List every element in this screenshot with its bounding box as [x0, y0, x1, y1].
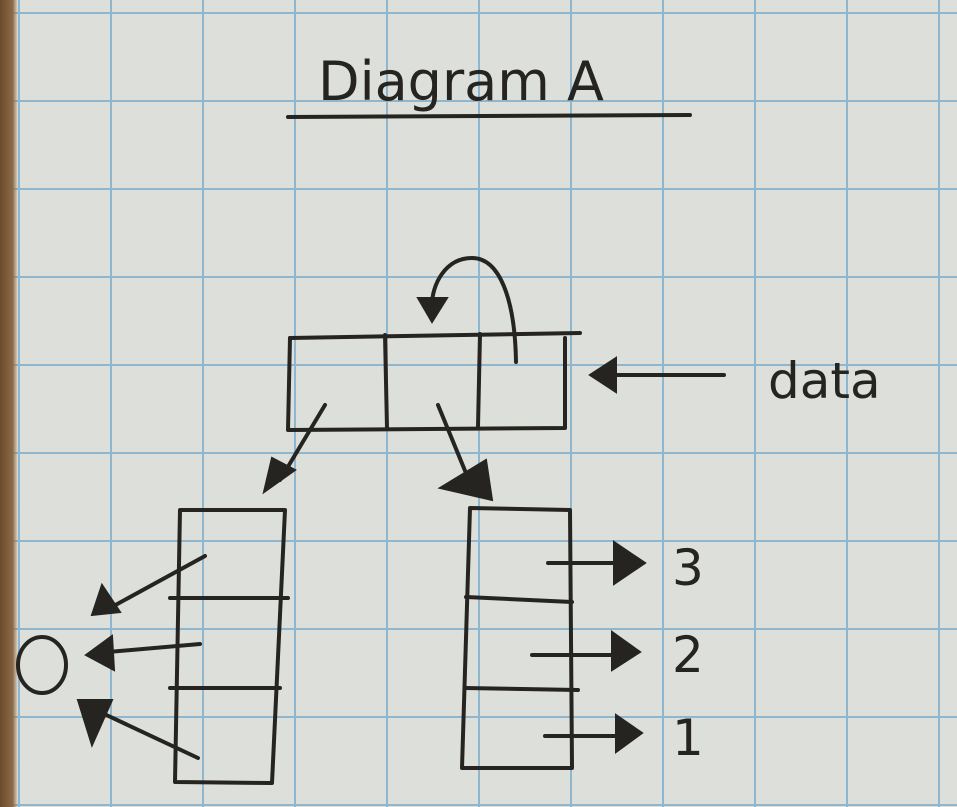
- right-pointer-head: [437, 458, 494, 502]
- right-array-divider-1: [464, 595, 574, 604]
- right-array-divider-2: [463, 686, 580, 692]
- data-pointer: data: [588, 352, 881, 410]
- left-array-outline: [173, 508, 287, 785]
- value-2: 2: [672, 626, 704, 684]
- left-array-pointers: [76, 554, 207, 760]
- data-label: data: [768, 352, 881, 410]
- left-pointer-3-head: [76, 699, 114, 748]
- data-array-outline: [286, 336, 567, 432]
- right-array: [460, 506, 580, 770]
- value-3: 3: [672, 539, 704, 597]
- right-array-outline: [460, 506, 574, 770]
- zero-value: 0: [42, 681, 43, 683]
- left-pointer-2-line: [106, 642, 202, 654]
- right-pointer-1-head: [613, 540, 647, 586]
- right-pointer-2-head: [611, 630, 642, 672]
- left-pointer-1-head: [90, 582, 122, 617]
- left-pointer-1-line: [108, 554, 207, 610]
- self-arrow-curve: [430, 256, 518, 364]
- value-1: 1: [672, 709, 704, 767]
- right-array-pointers: [530, 540, 647, 754]
- data-array: [286, 331, 582, 432]
- data-arrow-head: [588, 356, 617, 394]
- zero-glyph: [16, 635, 68, 695]
- pointer-to-right-array: [436, 403, 494, 502]
- left-array: [168, 508, 290, 785]
- desk-edge: [0, 0, 18, 807]
- left-pointer-3-line: [98, 710, 200, 760]
- left-pointer-head: [262, 456, 297, 495]
- right-pointer-line: [436, 403, 470, 480]
- title-underline: [286, 113, 692, 119]
- right-pointer-3-head: [615, 713, 644, 754]
- data-array-divider-2: [476, 332, 482, 429]
- self-arrow-head: [416, 297, 449, 324]
- data-array-divider-1: [383, 333, 389, 430]
- data-array-top-edge: [288, 331, 582, 340]
- self-reference-arrow: [416, 256, 518, 364]
- left-pointer-2-head: [84, 634, 116, 672]
- diagram-title: Diagram A: [318, 50, 604, 113]
- pointer-to-left-array: [262, 403, 327, 495]
